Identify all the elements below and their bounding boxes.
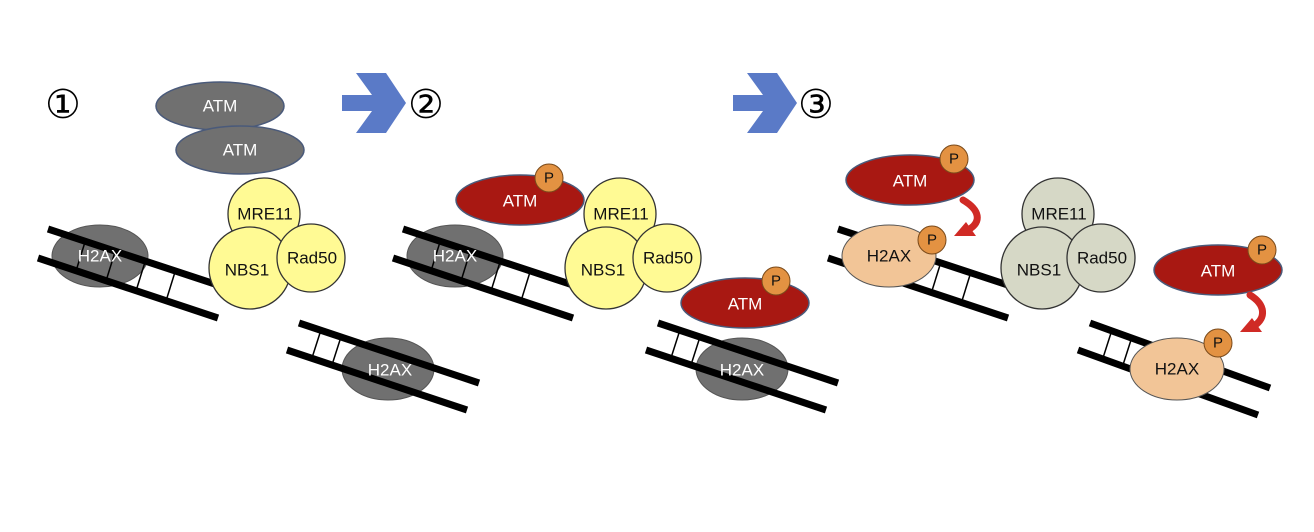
phosphate-icon — [1203, 328, 1233, 358]
h2ax-label: H2AX — [867, 247, 911, 266]
step-arrow-2-icon — [733, 73, 797, 133]
phosphorylation-arrowhead-icon — [954, 222, 976, 236]
mre11-label: MRE11 — [237, 205, 292, 224]
phosphate-label: P — [927, 232, 937, 249]
phosphate-icon — [534, 163, 564, 193]
atm-dimer-bottom — [175, 125, 305, 175]
step-3-number: ③ — [798, 83, 834, 127]
dna-double-strand — [36, 225, 232, 322]
h2ax-phosphorylated — [841, 224, 937, 288]
rad50-protein — [632, 223, 702, 293]
step-1-number: ① — [45, 83, 81, 127]
atm-active — [845, 154, 975, 206]
atm-label: ATM — [503, 192, 538, 211]
h2ax-label: H2AX — [78, 247, 122, 266]
dna-double-strand — [285, 319, 481, 414]
phosphate-icon — [939, 144, 969, 174]
h2ax-label: H2AX — [433, 247, 477, 266]
rad50-label: Rad50 — [1077, 249, 1127, 268]
h2ax-label: H2AX — [368, 361, 412, 380]
h2ax-label: H2AX — [1155, 360, 1199, 379]
phosphate-label: P — [544, 170, 554, 187]
atm-label: ATM — [728, 295, 763, 314]
mre11-label: MRE11 — [1031, 205, 1086, 224]
phosphate-icon — [1247, 235, 1277, 265]
rad50-label: Rad50 — [643, 249, 693, 268]
nbs1-label: NBS1 — [581, 261, 625, 280]
dna-double-strand — [644, 319, 840, 414]
nbs1-label: NBS1 — [225, 261, 269, 280]
phosphate-label: P — [771, 273, 781, 290]
atm-label: ATM — [1201, 262, 1236, 281]
nbs1-label: NBS1 — [1017, 261, 1061, 280]
step-2-number: ② — [408, 83, 444, 127]
phosphorylation-arrowhead-icon — [1240, 318, 1262, 332]
atm-label: ATM — [893, 172, 928, 191]
phosphorylation-arrow-icon — [1246, 291, 1266, 330]
phosphate-icon — [917, 225, 947, 255]
atm-label: ATM — [223, 141, 258, 160]
phosphate-label: P — [1213, 335, 1223, 352]
phosphate-icon — [761, 266, 791, 296]
rad50-protein — [1066, 223, 1136, 293]
phosphorylation-arrow-icon — [959, 196, 981, 234]
rad50-label: Rad50 — [287, 249, 337, 268]
rad50-protein — [276, 223, 346, 293]
step-arrow-1-icon — [342, 73, 406, 133]
dna-double-strand — [391, 225, 587, 322]
phosphate-label: P — [949, 151, 959, 168]
h2ax-phosphorylated — [1129, 337, 1225, 401]
mre11-label: MRE11 — [593, 205, 648, 224]
atm-label: ATM — [203, 97, 238, 116]
phosphate-label: P — [1257, 242, 1267, 259]
h2ax-label: H2AX — [720, 361, 764, 380]
